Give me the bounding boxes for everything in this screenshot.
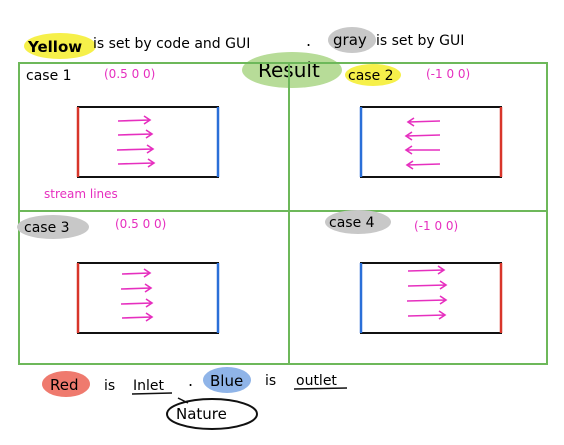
case4-streamlines: [406, 265, 448, 320]
footer-outlet: outlet: [296, 373, 337, 389]
case1-streamline: [117, 115, 152, 125]
case3-streamline: [121, 312, 154, 322]
case3-vector: (0.5 0 0): [115, 217, 166, 231]
case3-streamline: [120, 298, 154, 308]
outlet-underline: [293, 387, 348, 390]
header-yellow-word: Yellow: [27, 38, 82, 56]
blue-highlight: [203, 367, 251, 393]
nature-circle: [166, 398, 258, 430]
case4-label: case 4: [329, 215, 375, 231]
footer-blue-word: Blue: [210, 372, 243, 390]
result-highlight: [242, 52, 342, 88]
case2-streamline: [405, 160, 441, 170]
case3-streamline: [120, 283, 153, 293]
case4-streamline: [407, 310, 447, 320]
case3-label: case 3: [24, 220, 70, 236]
case2-streamline: [404, 131, 441, 141]
case1-streamline: [117, 129, 154, 139]
footer-is-1: is: [104, 378, 115, 394]
case3-streamlines: [120, 268, 154, 322]
header-gray-word: gray: [333, 31, 367, 49]
footer-nature: Nature: [176, 405, 227, 423]
result-grid-frame: [18, 62, 548, 365]
case2-streamline: [404, 145, 440, 155]
case4-streamline: [406, 295, 448, 305]
stream-lines-label: stream lines: [44, 187, 118, 201]
case4-streamline: [407, 280, 448, 290]
yellow-highlight: [24, 33, 96, 59]
footer-is-2: is: [265, 373, 276, 389]
case1-streamline: [116, 144, 155, 154]
case1-streamlines: [116, 115, 156, 168]
header-gray-rest: is set by GUI: [376, 33, 464, 49]
header-dot: .: [306, 31, 311, 50]
case2-streamlines: [404, 117, 441, 170]
gray-highlight: [328, 27, 376, 53]
case2-streamline: [406, 117, 441, 127]
case1-streamline: [117, 158, 156, 168]
case2-channel: [360, 106, 502, 178]
case4-label-highlight: [325, 210, 391, 234]
footer-dot: .: [188, 371, 193, 390]
footer-inlet: Inlet: [133, 378, 165, 394]
inlet-underline: [131, 392, 173, 395]
case3-streamline: [121, 268, 152, 278]
footer-red-word: Red: [50, 376, 79, 394]
case2-vector: (-1 0 0): [426, 67, 470, 81]
red-highlight: [42, 371, 90, 397]
case2-label-highlight: [345, 64, 401, 86]
case4-vector: (-1 0 0): [414, 219, 458, 233]
nature-pointer: [177, 397, 189, 404]
header-yellow-rest: is set by code and GUI: [93, 36, 250, 52]
case2-label: case 2: [348, 68, 394, 84]
case1-label: case 1: [26, 68, 72, 84]
case1-vector: (0.5 0 0): [104, 67, 155, 81]
case3-label-highlight: [17, 215, 89, 239]
case4-channel: [360, 262, 502, 334]
case4-streamline: [407, 265, 446, 275]
